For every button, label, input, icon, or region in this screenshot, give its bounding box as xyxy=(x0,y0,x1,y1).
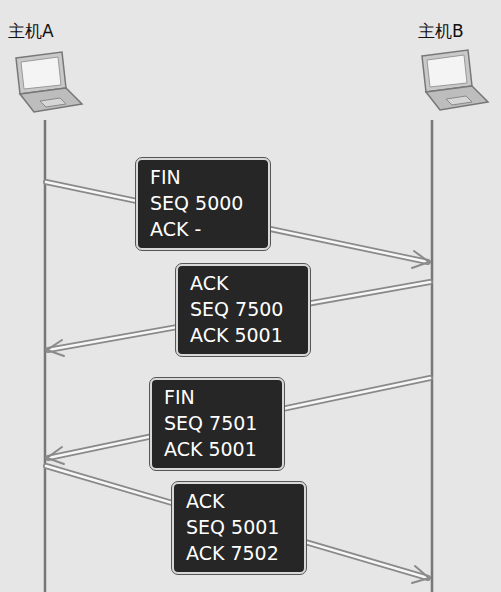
message-field: SEQ 5001 xyxy=(186,514,292,540)
message-field: ACK 7502 xyxy=(186,540,292,566)
laptop-icon xyxy=(422,50,488,110)
message-field: ACK 5001 xyxy=(190,322,296,348)
message-field: SEQ 5000 xyxy=(150,190,256,216)
message-field: ACK xyxy=(186,488,292,514)
message-field: ACK xyxy=(190,270,296,296)
message-box: FINSEQ 5000ACK - xyxy=(136,158,270,250)
message-box: ACKSEQ 7500ACK 5001 xyxy=(176,264,310,356)
message-field: ACK 5001 xyxy=(164,436,270,462)
message-field: ACK - xyxy=(150,216,256,242)
message-box: FINSEQ 7501ACK 5001 xyxy=(150,378,284,470)
message-field: FIN xyxy=(164,384,270,410)
host-label: 主机B xyxy=(418,20,464,43)
laptop-icon xyxy=(16,52,82,112)
message-field: SEQ 7501 xyxy=(164,410,270,436)
message-field: FIN xyxy=(150,164,256,190)
host-label: 主机A xyxy=(8,20,54,43)
message-arrow xyxy=(46,466,429,583)
lifeline xyxy=(44,120,47,592)
message-field: SEQ 7500 xyxy=(190,296,296,322)
lifeline xyxy=(431,120,434,592)
message-box: ACKSEQ 5001ACK 7502 xyxy=(172,482,306,574)
